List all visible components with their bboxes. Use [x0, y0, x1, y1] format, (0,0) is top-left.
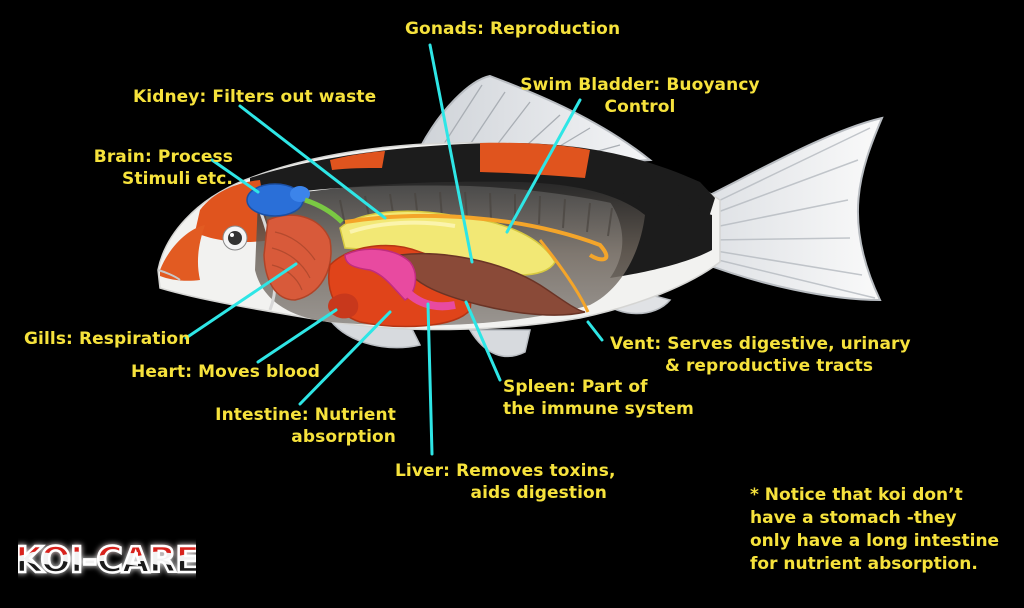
label-swim-bladder: Swim Bladder: Buoyancy Control [518, 74, 762, 118]
pointer-spleen [464, 300, 502, 382]
tail-fin [699, 116, 884, 302]
label-vent-line1: Vent: Serves digestive, urinary [610, 334, 911, 354]
stomach-footnote: * Notice that koi don’t have a stomach -… [750, 484, 999, 576]
label-liver-line2: aids digestion [470, 483, 607, 503]
spleen-organ [344, 248, 417, 301]
pointer-liver [426, 302, 434, 456]
pointer-vent [586, 320, 604, 342]
pointer-heart [256, 308, 338, 364]
pointer-gonads [428, 43, 474, 264]
svg-text:KOI-CARE: KOI-CARE [18, 540, 196, 581]
label-intestine-line2: absorption [291, 427, 396, 447]
label-brain-line1: Brain: Process [93, 147, 233, 167]
label-swim-bladder-line2: Control [604, 97, 676, 117]
heart-organ [328, 293, 359, 319]
label-gills: Gills: Respiration [24, 329, 191, 349]
pointer-swim-bladder [505, 98, 582, 234]
pointer-brain [210, 158, 260, 194]
label-liver-line1: Liver: Removes toxins, [395, 461, 616, 481]
note-line4: for nutrient absorption. [750, 554, 978, 574]
label-heart: Heart: Moves blood [131, 362, 321, 382]
intestine-organ [399, 253, 586, 316]
label-swim-bladder-line1: Swim Bladder: Buoyancy [520, 75, 760, 95]
gills-organ [263, 214, 332, 301]
organs [246, 183, 609, 328]
vent-duct [538, 239, 590, 313]
pointer-gills [184, 262, 298, 340]
label-vent-line2: & reproductive tracts [665, 356, 874, 376]
label-spleen: Spleen: Part of the immune system [503, 376, 694, 420]
label-brain: Brain: Process Stimuli etc. [40, 146, 233, 190]
note-line2: have a stomach -they [750, 508, 957, 528]
pointer-lines [184, 43, 604, 456]
pointer-kidney [238, 104, 387, 220]
note-line3: only have a long intestine [750, 531, 1000, 551]
kidney-organ [344, 213, 609, 262]
label-liver: Liver: Removes toxins, aids digestion [395, 460, 616, 504]
mouth [157, 269, 181, 281]
label-vent: Vent: Serves digestive, urinary & reprod… [610, 333, 911, 377]
pointer-intestine [298, 310, 392, 406]
label-kidney: Kidney: Filters out waste [133, 87, 377, 107]
note-line1: * Notice that koi don’t [750, 485, 963, 505]
label-intestine: Intestine: Nutrient absorption [190, 404, 396, 448]
label-brain-line2: Stimuli etc. [122, 169, 233, 189]
label-intestine-line1: Intestine: Nutrient [215, 405, 396, 425]
label-spleen-line2: the immune system [503, 399, 694, 419]
label-spleen-line1: Spleen: Part of [503, 377, 648, 397]
koi-care-logo: KOI-CARE [18, 539, 196, 583]
anal-fin [468, 329, 531, 358]
label-gonads: Gonads: Reproduction [405, 19, 621, 39]
